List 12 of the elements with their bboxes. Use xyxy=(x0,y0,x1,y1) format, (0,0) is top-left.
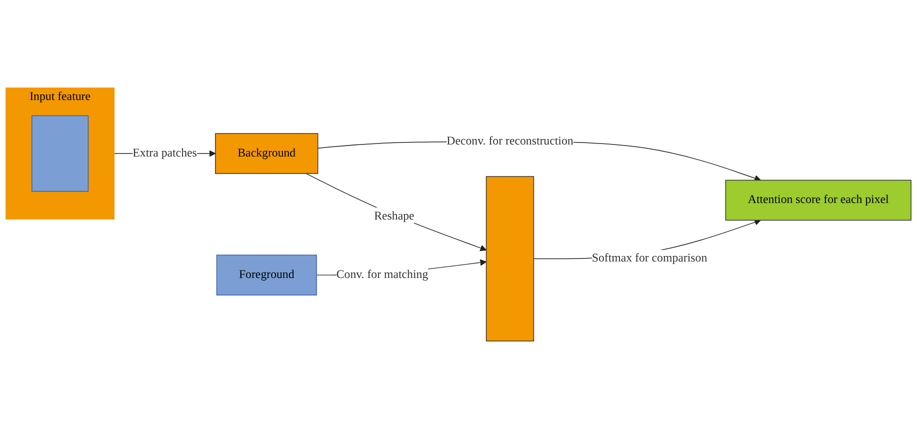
edge-label: Reshape xyxy=(374,209,414,222)
cluster: Input feature xyxy=(6,87,115,219)
node-box: Attention score for each pixel xyxy=(725,179,912,220)
node-bar xyxy=(486,176,534,341)
node-box: Background xyxy=(215,132,318,174)
edge-label: Softmax for comparison xyxy=(592,252,708,264)
node-box xyxy=(32,114,89,192)
edge-label: Conv. for matching xyxy=(336,268,428,281)
node-box: Foreground xyxy=(216,254,317,295)
arrow xyxy=(306,172,487,251)
edge-label: Extra patches xyxy=(132,146,197,159)
edge-label: Deconv. for reconstruction xyxy=(446,134,574,148)
